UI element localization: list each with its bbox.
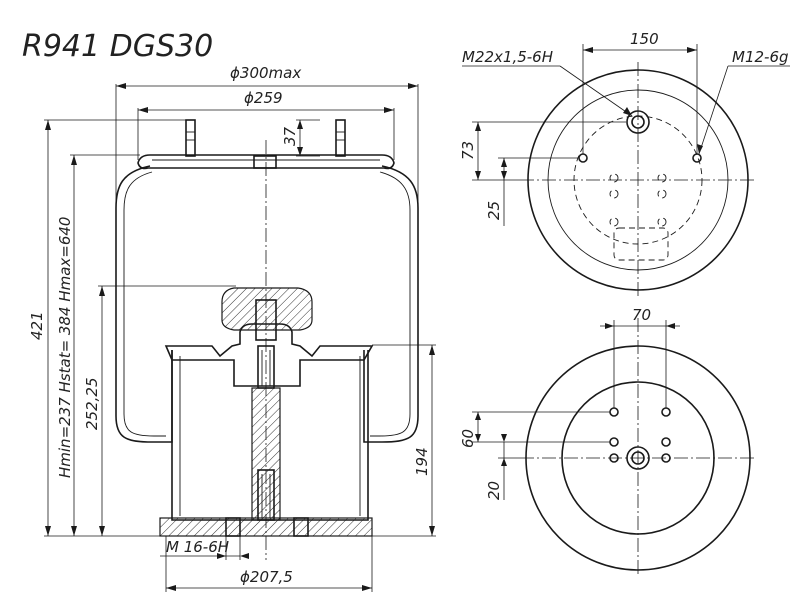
side-view: ϕ300max ϕ259 37 421 bbox=[28, 64, 436, 592]
drawing-title: R941 DGS30 bbox=[22, 29, 213, 64]
bumper-stop bbox=[221, 287, 313, 331]
bellows-inner bbox=[123, 171, 411, 437]
label-center-thread: M22x1,5-6H bbox=[462, 48, 553, 66]
mounting-stud-left bbox=[185, 119, 196, 157]
bottom-center-outer bbox=[626, 446, 650, 470]
mounting-stud-right bbox=[335, 119, 346, 157]
leader-stud-thread: M12-6g bbox=[697, 48, 790, 155]
top-center-nut bbox=[253, 155, 277, 169]
dim-thread-bottom-label: M 16-6H bbox=[166, 538, 229, 556]
dim-working-heights: Hmin=237 Hstat= 384 Hmax=640 bbox=[56, 154, 140, 536]
dim-offset-25: 25 bbox=[485, 157, 578, 226]
piston-inner bbox=[179, 356, 361, 516]
piston-top-contour bbox=[164, 323, 374, 387]
dim-stud-height: 37 bbox=[281, 119, 320, 157]
dim-offset-20: 20 bbox=[485, 434, 520, 500]
dim-piston-height: 194 bbox=[372, 344, 436, 537]
bottom-center-inner bbox=[631, 451, 645, 465]
top-hidden-holes bbox=[609, 173, 669, 261]
top-bead-plate bbox=[137, 154, 395, 170]
bellows-outer bbox=[115, 165, 419, 443]
top-stud-left bbox=[578, 153, 588, 163]
base-hole-left bbox=[225, 517, 241, 537]
dim-piston-to-top-label: 252,25 bbox=[83, 378, 101, 431]
dim-offset-73: 73 bbox=[459, 121, 626, 181]
dim-working-heights-label: Hmin=237 Hstat= 384 Hmax=640 bbox=[56, 217, 74, 478]
dim-offset-20-label: 20 bbox=[485, 481, 503, 500]
dim-plate-diameter: ϕ259 bbox=[137, 89, 395, 160]
dim-stud-spacing-label: 150 bbox=[630, 30, 659, 48]
dim-offset-60: 60 bbox=[459, 411, 610, 448]
dim-total-height: 421 bbox=[28, 119, 186, 537]
label-stud-thread: M12-6g bbox=[732, 48, 789, 66]
bottom-holes bbox=[609, 407, 671, 463]
dim-piston-height-label: 194 bbox=[413, 447, 431, 476]
top-view: 150 M22x1,5-6H M12-6g 73 25 bbox=[459, 30, 790, 298]
top-stud-right bbox=[692, 153, 702, 163]
dim-outer-diameter: ϕ300max bbox=[115, 64, 419, 208]
air-fitting-outer bbox=[626, 110, 650, 134]
dim-outer-diameter-label: ϕ300max bbox=[230, 64, 301, 82]
dim-stud-height-label: 37 bbox=[281, 126, 299, 146]
base-hole-right bbox=[293, 517, 309, 537]
dim-base-diameter: ϕ207,5 bbox=[165, 536, 373, 592]
dim-base-diameter-label: ϕ207,5 bbox=[240, 568, 293, 586]
air-fitting-inner bbox=[631, 115, 645, 129]
dim-hole-spacing: 70 bbox=[600, 306, 680, 408]
dim-hole-spacing-label: 70 bbox=[632, 306, 651, 324]
dim-offset-73-label: 73 bbox=[459, 141, 477, 160]
dim-piston-to-top: 252,25 bbox=[83, 285, 236, 536]
dim-stud-spacing: 150 bbox=[582, 30, 698, 154]
dim-total-height-label: 421 bbox=[28, 311, 46, 340]
dim-thread-bottom: M 16-6H bbox=[160, 536, 249, 560]
dim-plate-diameter-label: ϕ259 bbox=[244, 89, 283, 107]
dim-offset-60-label: 60 bbox=[459, 429, 477, 448]
dim-offset-25-label: 25 bbox=[485, 201, 503, 220]
leader-center-thread: M22x1,5-6H bbox=[462, 48, 633, 117]
bottom-view: 70 60 20 bbox=[459, 306, 756, 576]
